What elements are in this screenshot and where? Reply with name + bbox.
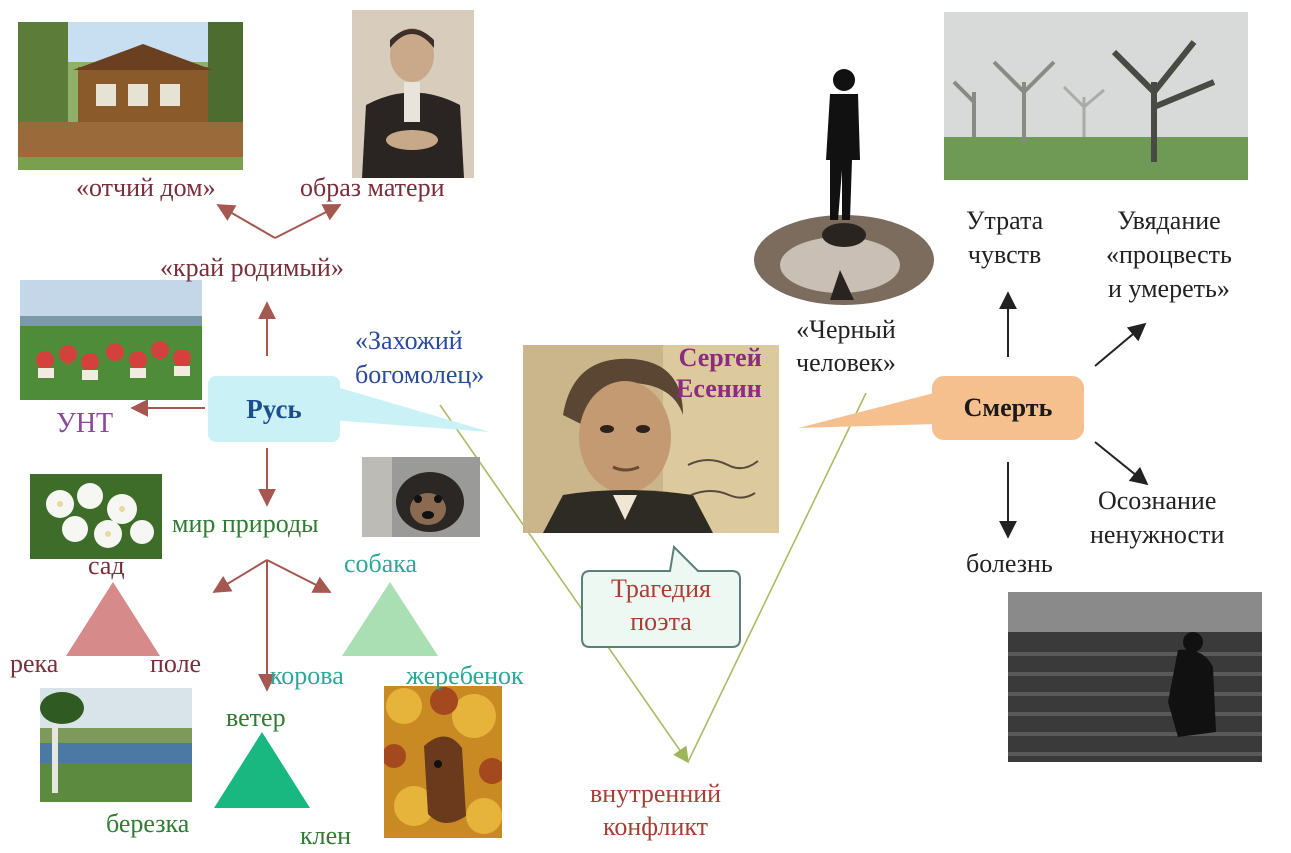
tragedy-line2: поэта	[630, 606, 692, 636]
esenin-portrait-photo	[523, 345, 779, 533]
home-label: «отчий дом»	[76, 173, 216, 202]
death-label: Смерть	[963, 393, 1053, 422]
rus-callout: Русь	[208, 376, 340, 442]
birch-label: березка	[106, 809, 190, 838]
field-label: поле	[150, 649, 202, 678]
death-callout: Смерть	[932, 376, 1084, 440]
fading-line1: Увядание	[1117, 206, 1221, 235]
pilgrim-text: «Захожий богомолец»	[355, 326, 485, 389]
inner-conflict-label: внутренний конфликт	[590, 778, 721, 843]
stairs-grief-photo	[1008, 592, 1262, 762]
fading-label: Увядание «процвесть и умереть»	[1106, 204, 1232, 305]
inner-conflict-line1: внутренний	[590, 779, 722, 808]
awareness-line2: ненужности	[1090, 519, 1225, 549]
animals-triangle	[342, 582, 438, 656]
esenin-name: Сергей Есенин	[676, 342, 762, 404]
garden-triangle	[66, 582, 160, 656]
mother-photo	[352, 10, 474, 178]
fading-line2: «процвесть	[1106, 239, 1232, 269]
black-man-label: «Черный человек»	[796, 314, 896, 379]
autumn-horse-photo	[384, 686, 502, 838]
awareness-line1: Осознание	[1097, 486, 1217, 515]
garden-label: сад	[88, 551, 125, 580]
apple-blossom-photo	[30, 474, 162, 559]
loss-line1: Утрата	[966, 206, 1044, 235]
foal-label: жеребенок	[406, 661, 524, 690]
illness-label: болезнь	[966, 549, 1053, 578]
nature-world-label: мир природы	[172, 509, 319, 538]
esenin-name-line2: Есенин	[676, 374, 762, 404]
black-man-line1: «Черный	[796, 315, 896, 344]
inner-conflict-line2: конфликт	[603, 811, 709, 841]
river-label: река	[10, 649, 59, 678]
trees-triangle	[214, 732, 310, 808]
loss-label: Утрата чувств	[966, 204, 1043, 272]
dog-photo	[362, 457, 480, 537]
black-man-silhouette-photo	[744, 60, 936, 310]
tragedy-line1: Трагедия	[610, 574, 712, 603]
wind-label: ветер	[226, 703, 286, 732]
maple-label: клен	[300, 821, 352, 850]
loss-line2: чувств	[967, 239, 1042, 269]
house-photo	[18, 22, 243, 170]
awareness-label: Осознание ненужности	[1090, 484, 1224, 552]
fading-line3: и умереть»	[1108, 273, 1230, 303]
folk-art-label: УНТ	[56, 408, 114, 439]
rus-label: Русь	[246, 393, 302, 424]
cow-label: корова	[270, 661, 344, 690]
foggy-trees-photo	[944, 12, 1248, 180]
river-landscape-photo	[40, 688, 192, 802]
native-land-label: «край родимый»	[160, 253, 344, 282]
dog-label: собака	[344, 549, 418, 578]
pilgrim-label: «Захожий богомолец»	[355, 324, 505, 392]
esenin-name-line1: Сергей	[678, 343, 762, 372]
black-man-line2: человек»	[796, 347, 896, 377]
tragedy-callout: Трагедия поэта	[578, 543, 744, 653]
mother-label: образ матери	[300, 173, 445, 202]
folk-girls-photo	[20, 280, 202, 400]
